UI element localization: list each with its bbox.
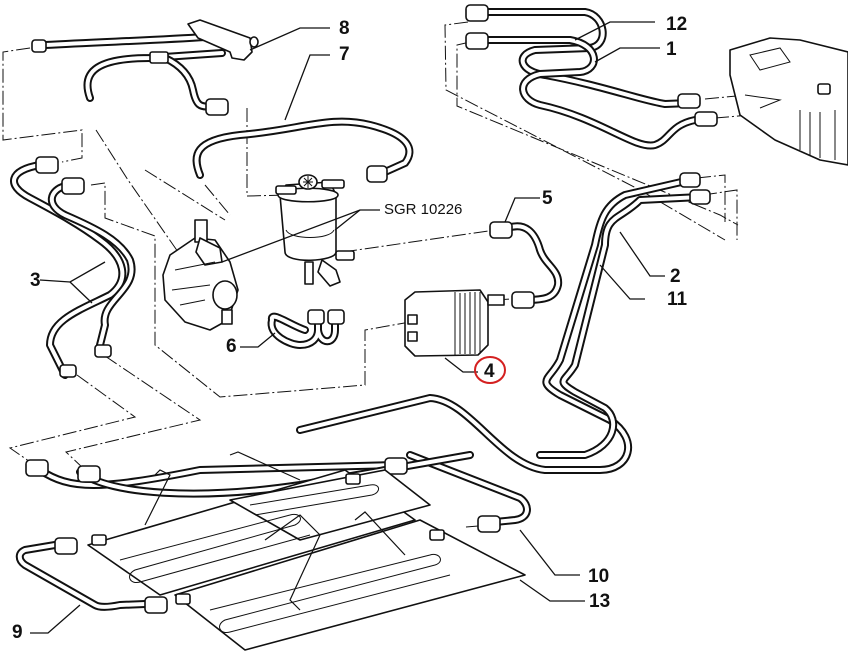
callout-8[interactable]: 8 bbox=[339, 18, 350, 39]
callout-5[interactable]: 5 bbox=[542, 188, 553, 209]
hose-7 bbox=[192, 117, 414, 183]
fuel-filter-canister bbox=[275, 174, 355, 287]
pipe-10 bbox=[25, 451, 531, 533]
callout-11[interactable]: 11 bbox=[667, 289, 688, 310]
callout-3[interactable]: 3 bbox=[30, 270, 41, 291]
callout-2[interactable]: 2 bbox=[670, 266, 681, 287]
pipe-5 bbox=[489, 221, 563, 309]
return-manifold-pipe-8 bbox=[31, 19, 259, 116]
callout-4-highlight bbox=[474, 356, 506, 384]
callout-13[interactable]: 13 bbox=[589, 591, 610, 612]
pipes-3 bbox=[10, 156, 136, 379]
filter-heater-unit-4 bbox=[404, 289, 505, 357]
fuel-tank bbox=[729, 37, 848, 166]
callouts: 8 7 SGR 10226 3 6 5 4 12 1 2 11 10 13 9 bbox=[12, 14, 688, 643]
callout-12[interactable]: 12 bbox=[666, 14, 687, 35]
callout-10[interactable]: 10 bbox=[588, 566, 609, 587]
pipe-9 bbox=[15, 537, 168, 614]
pipes-1-12 bbox=[465, 4, 718, 150]
pipes-2-11 bbox=[296, 172, 711, 474]
loop-hose-6 bbox=[267, 309, 345, 349]
callout-7[interactable]: 7 bbox=[339, 44, 350, 65]
callout-1[interactable]: 1 bbox=[666, 39, 677, 60]
leader-lines bbox=[30, 21, 665, 634]
heater-plates-13 bbox=[87, 451, 526, 651]
callout-6[interactable]: 6 bbox=[226, 336, 237, 357]
callout-4[interactable]: 4 bbox=[484, 361, 495, 382]
callout-9[interactable]: 9 bbox=[12, 622, 23, 643]
high-pressure-pump bbox=[162, 219, 239, 331]
reference-label: SGR 10226 bbox=[384, 201, 462, 218]
